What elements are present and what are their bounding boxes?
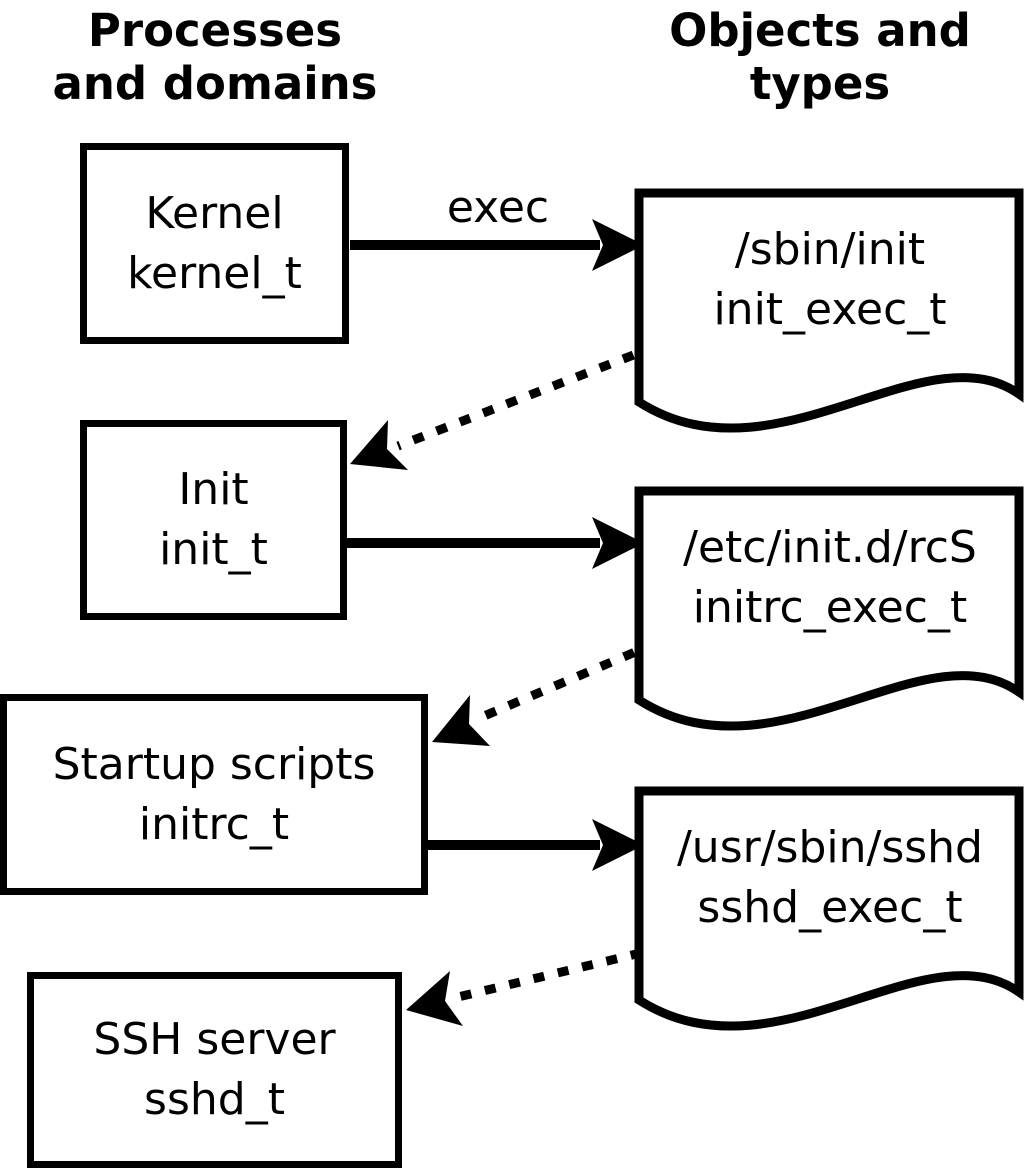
process-domain: initrc_t (138, 798, 290, 850)
document-outline (634, 188, 1024, 433)
transition-arrow-sshd-head-icon (406, 971, 463, 1026)
process-box-kernel: Kernel kernel_t (80, 143, 349, 344)
process-domain: init_t (159, 524, 268, 575)
document-outline (634, 486, 1024, 731)
object-doc-usr-sbin-sshd: /usr/sbin/sshd sshd_exec_t (634, 818, 1024, 938)
object-doc-sbin-init: /sbin/init init_exec_t (634, 220, 1024, 340)
object-path: /sbin/init (734, 224, 926, 275)
document-shape-sbin-init (634, 188, 1024, 433)
object-type: sshd_exec_t (697, 882, 963, 933)
process-box-ssh-server: SSH server sshd_t (27, 972, 402, 1168)
transition-arrow-init-line (396, 332, 682, 451)
process-name: Startup scripts (52, 738, 376, 790)
heading-objects-line1: Objects and (669, 4, 971, 57)
process-name: SSH server (93, 1014, 336, 1065)
column-heading-objects: Objects and types (615, 4, 1024, 110)
transition-arrow-initrc-head-icon (432, 695, 490, 746)
object-type: initrc_exec_t (692, 582, 968, 633)
heading-processes-line2: and domains (52, 57, 378, 110)
document-shape-etc-initd-rcs (634, 486, 1024, 731)
process-name: Init (178, 464, 249, 515)
object-doc-etc-initd-rcs: /etc/init.d/rcS initrc_exec_t (634, 518, 1024, 638)
transition-arrow-init-head-icon (350, 420, 408, 470)
transition-arrow-sshd-line (452, 936, 692, 1003)
process-box-init: Init init_t (80, 420, 347, 620)
exec-arrow-initrc-head-icon (592, 819, 644, 871)
transition-arrow-initrc-line (475, 628, 682, 724)
exec-edge-label: exec (446, 182, 550, 233)
heading-processes-line1: Processes (87, 4, 343, 57)
process-name: Kernel (145, 187, 284, 239)
process-domain: sshd_t (144, 1074, 285, 1125)
object-path: /usr/sbin/sshd (676, 822, 983, 873)
exec-arrow-kernel-head-icon (592, 219, 644, 271)
document-outline (634, 786, 1024, 1031)
process-domain: kernel_t (127, 247, 302, 299)
exec-arrow-init-head-icon (592, 517, 644, 569)
column-heading-processes: Processes and domains (10, 4, 420, 110)
process-box-startup-scripts: Startup scripts initrc_t (0, 694, 428, 895)
document-shape-usr-sbin-sshd (634, 786, 1024, 1031)
object-type: init_exec_t (713, 284, 947, 335)
heading-objects-line2: types (749, 57, 891, 110)
object-path: /etc/init.d/rcS (683, 522, 977, 573)
